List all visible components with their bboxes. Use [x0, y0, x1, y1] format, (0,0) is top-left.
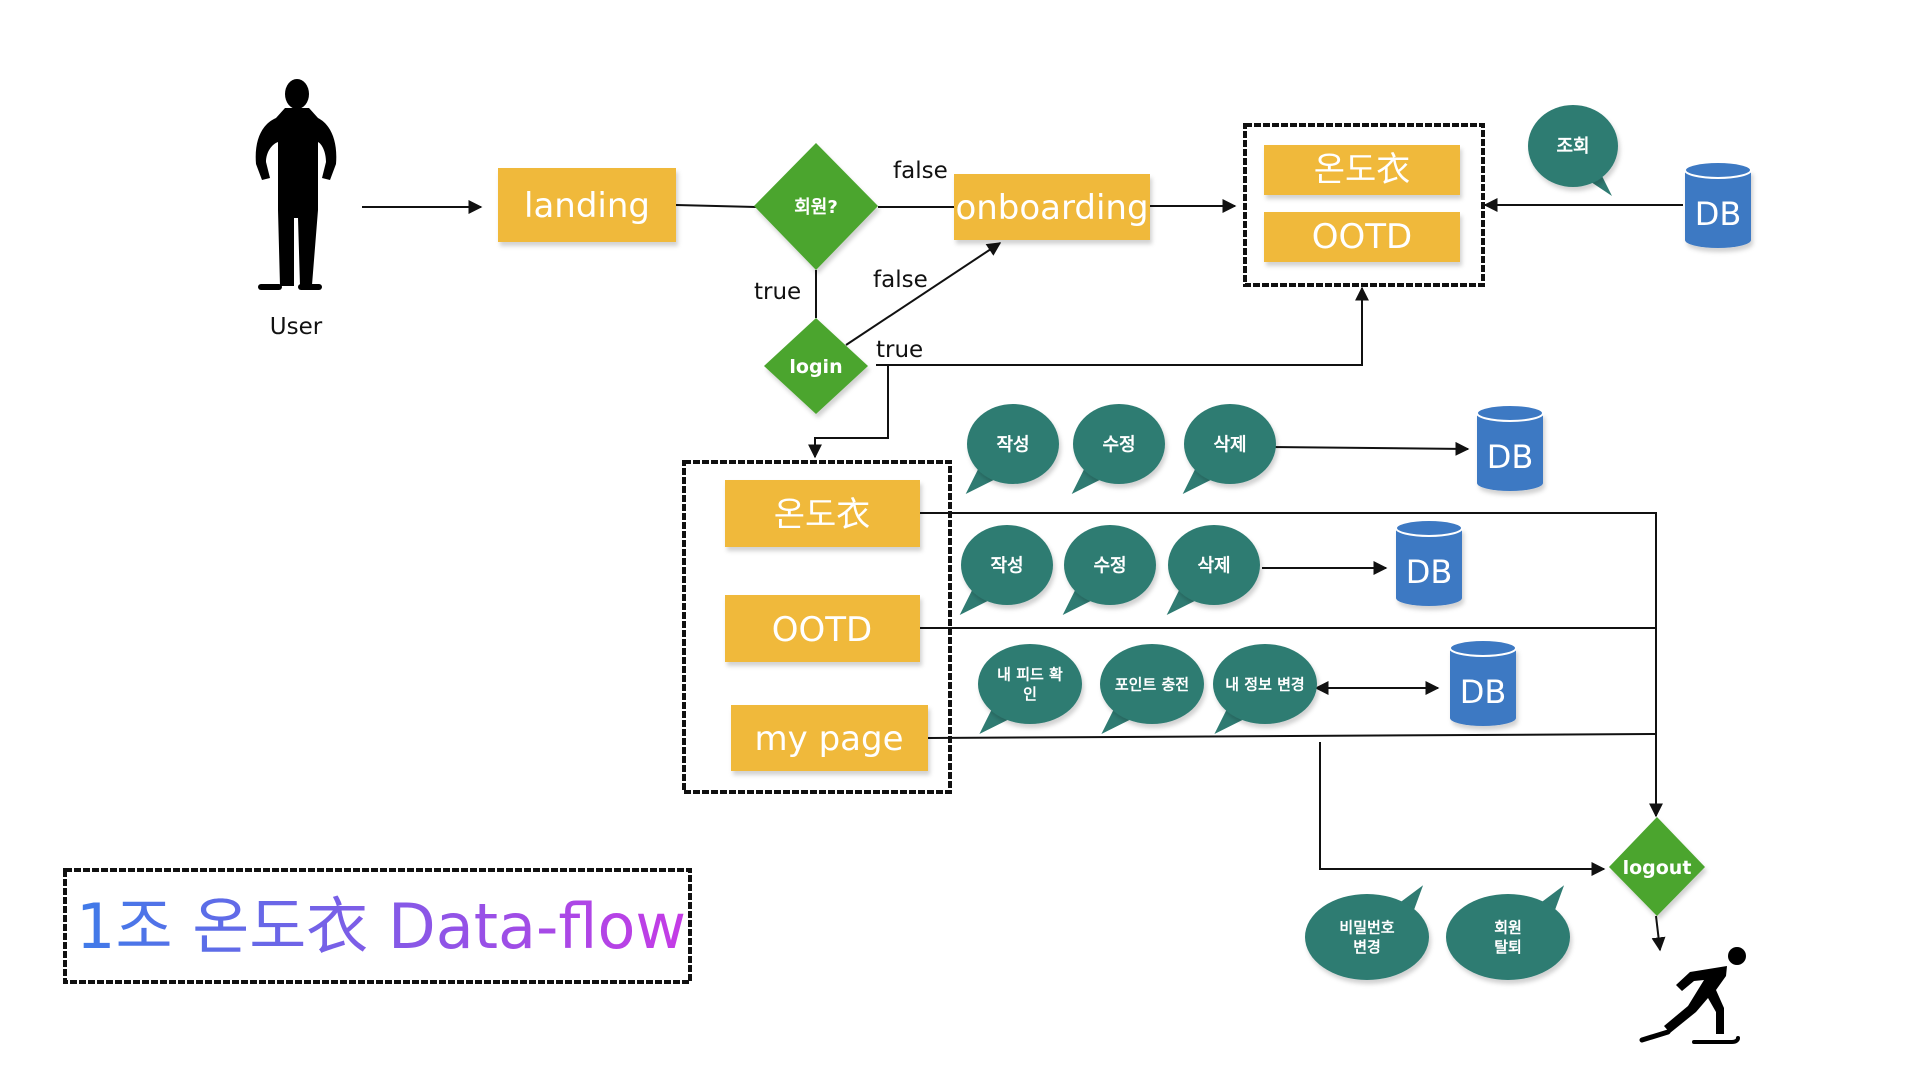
login-false-arrow — [845, 242, 1002, 346]
login-label: login — [789, 356, 842, 378]
landing-to-member-check-line — [675, 204, 757, 208]
top-group-ondoui-label: 온도衣 — [1314, 150, 1411, 190]
logout-decision: logout — [1609, 817, 1705, 916]
onboarding-node: onboarding — [954, 174, 1150, 240]
user-actor: User — [255, 79, 337, 340]
lookup-label: 조회 — [1556, 136, 1589, 157]
member-check-decision: 회원? — [754, 143, 878, 270]
db-lookup-label: DB — [1695, 195, 1742, 233]
mypage-action-bubble-2-label: 포인트 충전 — [1115, 675, 1189, 693]
login-true-arrow — [876, 286, 1369, 366]
db-ootd-icon: DB — [1395, 519, 1463, 606]
db-mypage-label: DB — [1460, 673, 1507, 711]
exit-skater-icon — [1639, 947, 1746, 1044]
ootd-action-bubble-3-label: 삭제 — [1197, 555, 1230, 576]
logout-to-exit-arrow — [1651, 915, 1666, 952]
lookup-bubble: 조회 — [1528, 105, 1618, 196]
ondoui-to-logout-line — [920, 512, 1663, 818]
user-label: User — [270, 314, 323, 340]
ootd-action-bubble-3: 삭제 — [1166, 525, 1260, 615]
mypage-action-bubble-3: 내 정보 변경 — [1213, 644, 1317, 734]
main-ondoui-label: 온도衣 — [774, 495, 871, 535]
ondoui-action-bubble-3-label: 삭제 — [1213, 434, 1246, 455]
landing-label: landing — [524, 186, 650, 226]
mypage-to-logout-line — [927, 733, 1657, 739]
main-ootd-label: OOTD — [772, 610, 872, 650]
member-true-label: true — [754, 279, 801, 305]
ootd-action-bubble-2-label: 수정 — [1093, 555, 1126, 576]
top-group-ootd-label: OOTD — [1312, 217, 1412, 257]
main-mypage-label: my page — [755, 719, 904, 759]
person-silhouette-icon — [255, 79, 337, 290]
database-cylinders: DB DB DB DB — [1395, 161, 1752, 726]
ondoui-action-bubble-2-label: 수정 — [1102, 434, 1135, 455]
login-true-label: true — [876, 337, 923, 363]
ootd-action-bubble-1: 작성 — [959, 525, 1053, 615]
login-false-label: false — [873, 267, 928, 293]
db-ondoui-icon: DB — [1476, 404, 1544, 491]
ondoui-action-bubble-2: 수정 — [1071, 404, 1165, 494]
onboarding-label: onboarding — [955, 188, 1148, 228]
mypage-branch-to-logout-arrow — [1319, 742, 1606, 876]
diagram-title: 1조 온도衣 Data-flow — [76, 890, 686, 963]
ootd-action-bubble-1-label: 작성 — [990, 555, 1023, 576]
landing-node: landing — [498, 168, 676, 242]
ondoui-action-bubble-1: 작성 — [965, 404, 1059, 494]
mypage-action-bubble-2: 포인트 충전 — [1100, 644, 1204, 734]
login-decision: login — [764, 318, 868, 414]
connectors — [362, 198, 1683, 952]
mypage-action-bubble-3-label: 내 정보 변경 — [1225, 675, 1304, 693]
ondoui-action-bubble-3: 삭제 — [1182, 404, 1276, 494]
member-check-label: 회원? — [794, 197, 838, 218]
title-prefix: 1조 온도衣 — [76, 890, 388, 963]
logout-label: logout — [1623, 857, 1692, 879]
login-to-main-group-arrow — [808, 365, 889, 459]
member-false-label: false — [893, 158, 948, 184]
main-group: 온도衣 OOTD my page — [682, 460, 952, 794]
ondoui-actions-to-db-arrow — [1269, 441, 1470, 456]
title-suffix: Data-flow — [388, 890, 686, 963]
db-mypage-icon: DB — [1449, 639, 1517, 726]
ootd-action-bubble-2: 수정 — [1062, 525, 1156, 615]
ondoui-action-bubble-1-label: 작성 — [996, 434, 1029, 455]
top-group: 온도衣 OOTD — [1243, 123, 1485, 287]
db-ondoui-label: DB — [1487, 438, 1534, 476]
db-lookup-icon: DB — [1684, 161, 1752, 248]
db-ootd-label: DB — [1406, 553, 1453, 591]
title-block: 1조 온도衣 Data-flow — [63, 868, 692, 984]
